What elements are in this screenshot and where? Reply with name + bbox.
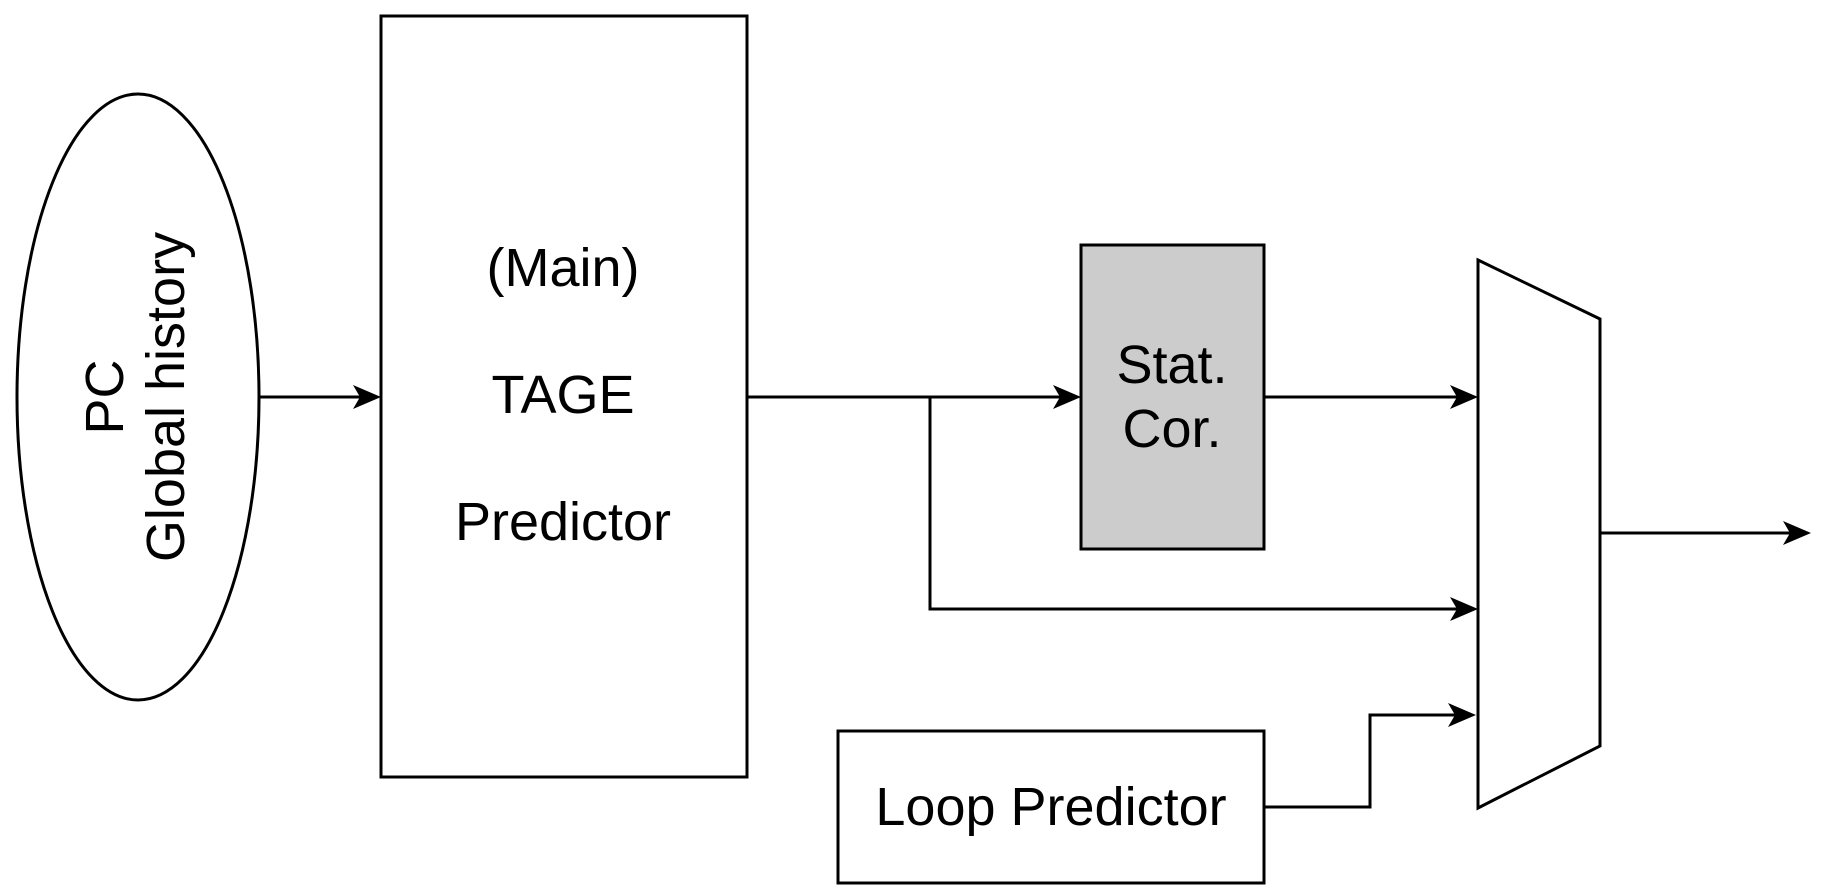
stat-cor-node: Stat. Cor.	[1079, 243, 1266, 551]
stat-cor-label-stat: Stat.	[1116, 335, 1227, 395]
loop-predictor-node: Loop Predictor	[836, 729, 1266, 885]
stat-cor-label-cor: Cor.	[1122, 399, 1221, 459]
arrow-tage-bypass-to-mux	[1450, 597, 1478, 621]
loop-predictor-label: Loop Predictor	[875, 777, 1226, 837]
wire-tage-bypass-to-mux	[928, 397, 1459, 611]
arrow-mux-output	[1783, 521, 1811, 545]
wire-loop-to-mux	[1264, 713, 1457, 809]
tage-label-predictor: Predictor	[455, 492, 671, 552]
tage-label-main: (Main)	[486, 238, 639, 298]
inputs-label-global-history: Global history	[136, 232, 196, 562]
tage-predictor-node: (Main) TAGE Predictor	[379, 14, 749, 779]
wires	[259, 385, 1811, 809]
stat-cor-box	[1079, 243, 1266, 551]
tage-label-tage: TAGE	[491, 365, 634, 425]
arrow-inputs-to-tage	[353, 385, 381, 409]
arrow-stat-cor-to-mux	[1450, 385, 1478, 409]
inputs-label-pc: PC	[75, 359, 135, 434]
inputs-node: PC Global history	[15, 92, 261, 702]
arrow-tage-to-stat-cor	[1053, 385, 1081, 409]
mux-shape	[1476, 257, 1602, 811]
arrow-loop-to-mux	[1448, 703, 1476, 727]
